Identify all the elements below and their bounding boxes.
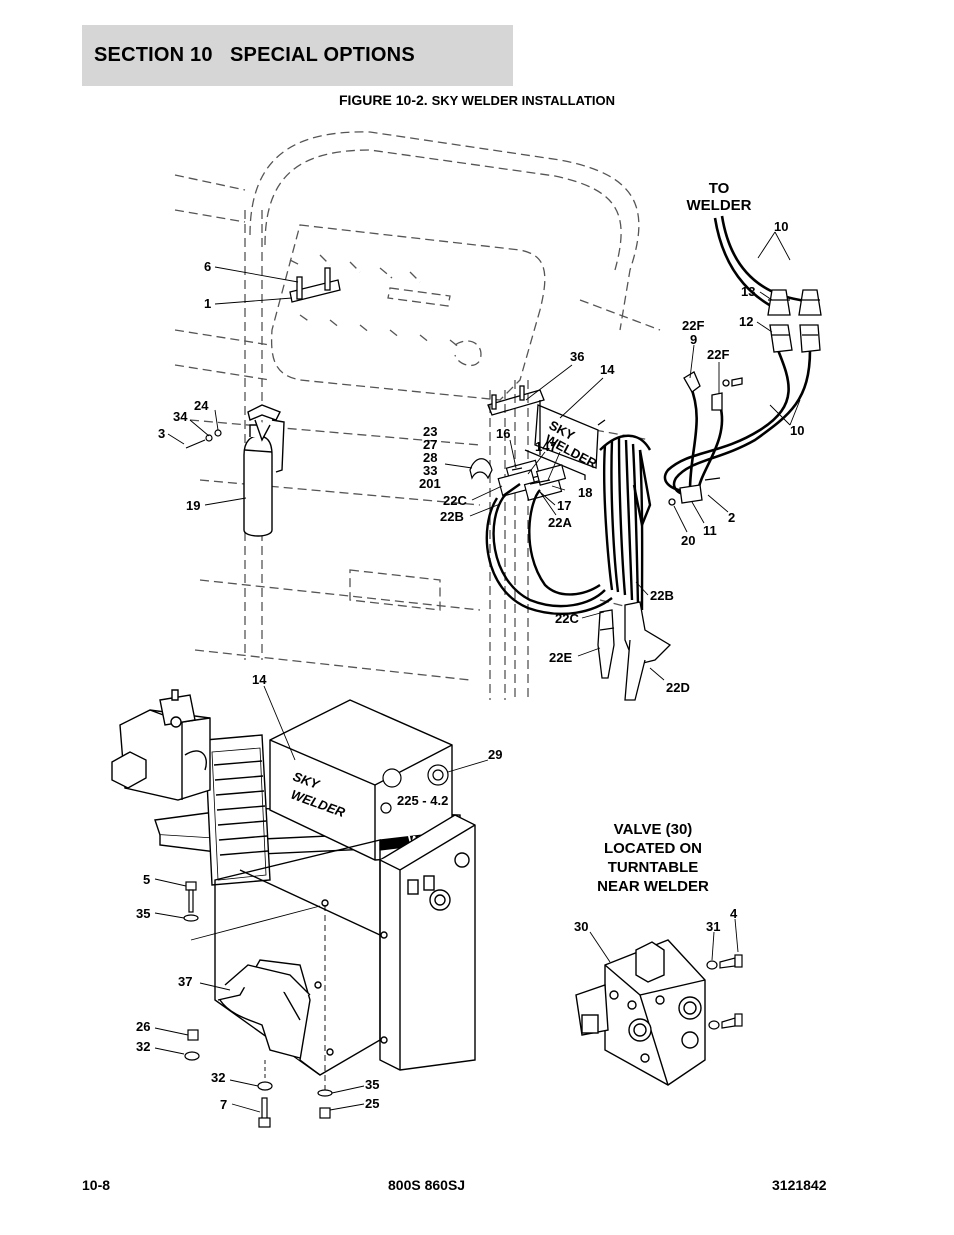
decal-bracket (487, 385, 606, 480)
callout-12: 12 (739, 314, 753, 329)
callout-9: 9 (690, 332, 697, 347)
callout-32-bottom: 32 (211, 1070, 225, 1085)
callout-35-left: 35 (136, 906, 150, 921)
callout-22F-left: 22F (682, 318, 704, 333)
footer-page-number: 10-8 (82, 1177, 111, 1193)
section-header: SECTION 10 SPECIAL OPTIONS (82, 25, 513, 86)
extinguisher-bolt (185, 429, 222, 449)
callout-22C-top: 22C (443, 493, 467, 508)
note-to-welder: TO WELDER (687, 180, 752, 214)
callout-6: 6 (204, 259, 211, 274)
fasteners (183, 881, 333, 1128)
figure-title: FIGURE 10-2. SKY WELDER INSTALLATION (0, 92, 954, 108)
callout-201: 201 (419, 476, 441, 491)
callout-16: 16 (496, 426, 510, 441)
callout-25: 25 (365, 1096, 379, 1111)
note-to-welder-line2: WELDER (687, 197, 752, 214)
callout-32-left: 32 (136, 1039, 150, 1054)
callout-11: 11 (703, 523, 717, 538)
callout-23: 23 (423, 424, 437, 439)
callout-14-top: 14 (600, 362, 615, 377)
callout-31: 31 (706, 919, 720, 934)
section-title: SPECIAL OPTIONS (229, 44, 415, 66)
callout-30: 30 (574, 919, 588, 934)
callout-5: 5 (143, 872, 150, 887)
footer-model: 800S 860SJ (388, 1177, 466, 1193)
fire-extinguisher (243, 404, 285, 537)
callout-26: 26 (136, 1019, 150, 1034)
ground-clamp-22E (597, 609, 615, 679)
control-box (379, 814, 476, 1071)
cable-connectors (497, 459, 567, 501)
callout-29: 29 (488, 747, 502, 762)
cable-clip (469, 458, 493, 480)
callout-13: 13 (741, 284, 755, 299)
callout-20: 20 (681, 533, 695, 548)
callout-10-bottom: 10 (790, 423, 804, 438)
figure-number: FIGURE 10-2. (338, 92, 428, 108)
callout-22B-top: 22B (440, 509, 464, 524)
callout-36: 36 (570, 349, 584, 364)
callout-24: 24 (194, 398, 209, 413)
callout-14-bottom: 14 (252, 672, 267, 687)
callout-4: 4 (730, 906, 738, 921)
callout-22B-bottom: 22B (650, 588, 674, 603)
callout-22A: 22A (548, 515, 572, 530)
note-to-welder-line1: TO (709, 180, 730, 197)
callout-34: 34 (173, 409, 188, 424)
welding-lead-coil (485, 434, 652, 615)
callout-22C-bottom: 22C (555, 611, 579, 626)
callout-1: 1 (204, 296, 211, 311)
callout-33: 33 (423, 463, 437, 478)
note-valve-location: VALVE (30) LOCATED ON TURNTABLE NEAR WEL… (597, 821, 709, 895)
mounting-plate (289, 267, 341, 303)
callout-22F-right: 22F (707, 347, 729, 362)
figure-caption: SKY WELDER INSTALLATION (431, 93, 616, 108)
callout-labels: 6 1 24 34 3 19 23 27 28 33 201 36 14 16 … (136, 219, 804, 1112)
machine-phantom-outline (174, 131, 661, 700)
callout-22D: 22D (666, 680, 690, 695)
valve-bolts (706, 954, 743, 1030)
note-valve-line4: NEAR WELDER (597, 878, 709, 895)
base-plate (214, 839, 381, 1076)
callout-37: 37 (178, 974, 192, 989)
valve-block (575, 939, 706, 1086)
callout-7: 7 (220, 1097, 227, 1112)
note-valve-line1: VALVE (30) (614, 821, 693, 838)
callout-147: 147 (535, 439, 557, 454)
callout-22E: 22E (549, 650, 572, 665)
callout-19: 19 (186, 498, 200, 513)
callout-10-top: 10 (774, 219, 788, 234)
callout-17: 17 (557, 498, 571, 513)
electrode-holder-22D (624, 601, 672, 701)
leader-lines (154, 231, 801, 1113)
welder-model-text: 225 - 4.2 (397, 793, 448, 808)
section-number: SECTION 10 (94, 44, 213, 66)
callout-3: 3 (158, 426, 165, 441)
callout-18: 18 (578, 485, 592, 500)
callout-27: 27 (423, 437, 437, 452)
note-valve-line2: LOCATED ON (604, 840, 702, 857)
callout-28: 28 (423, 450, 437, 465)
dinse-plugs (767, 289, 822, 353)
callout-35-bottom: 35 (365, 1077, 379, 1092)
terminal-lugs (668, 371, 743, 506)
fastener-centerlines (190, 905, 326, 1090)
note-valve-line3: TURNTABLE (608, 859, 699, 876)
footer-part-number: 3121842 (772, 1177, 827, 1193)
welder-unit (111, 689, 461, 886)
callout-2: 2 (728, 510, 735, 525)
